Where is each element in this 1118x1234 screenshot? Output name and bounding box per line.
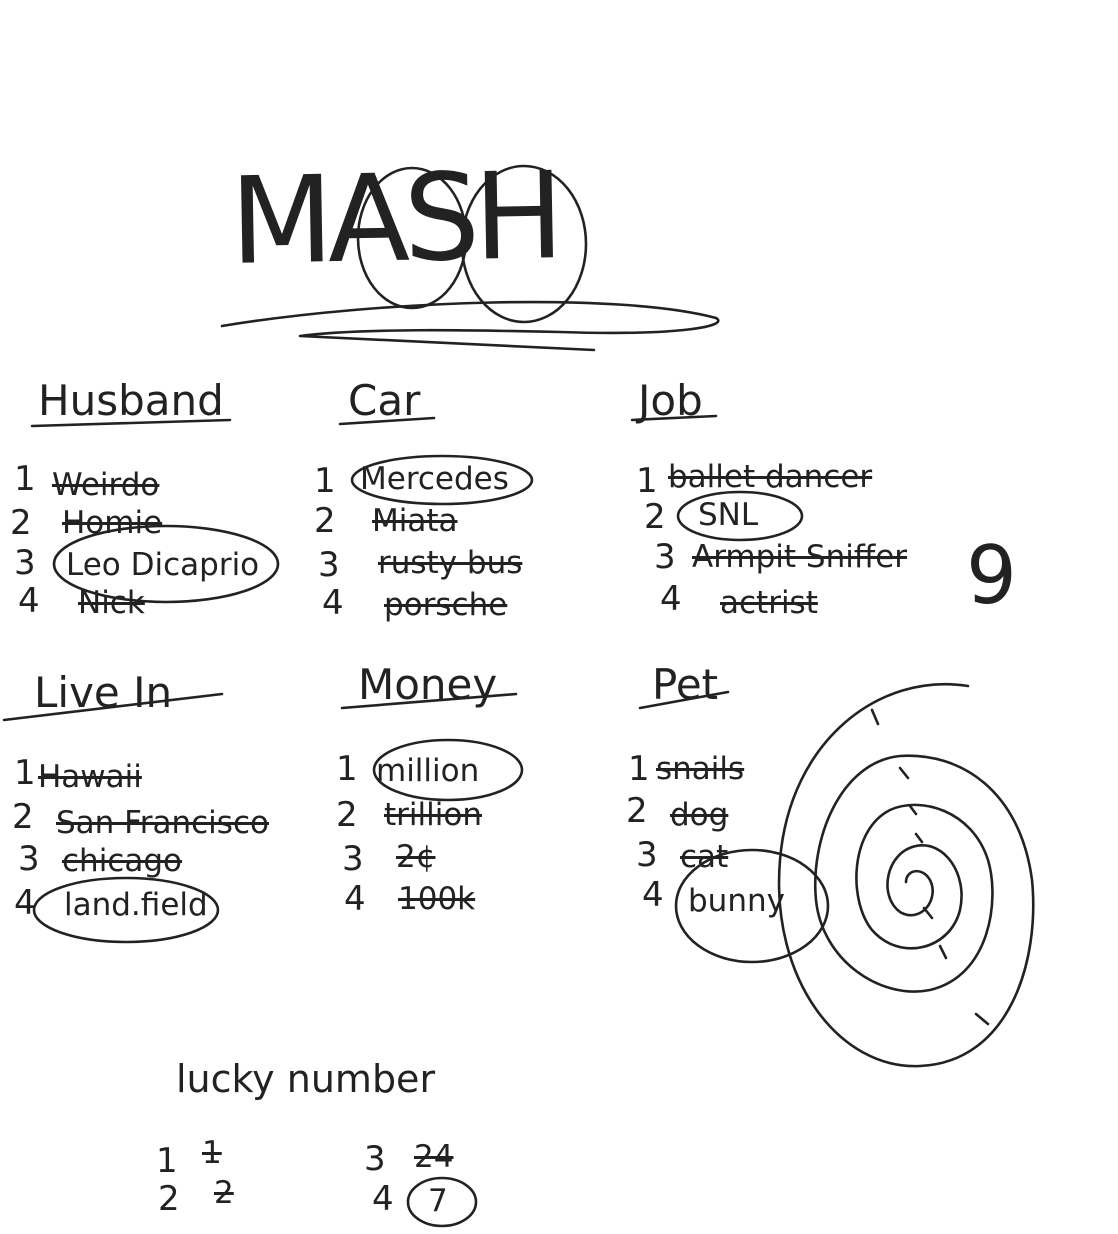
number: 3 <box>364 1139 386 1179</box>
list-item: porsche <box>384 587 508 623</box>
circle-seven <box>406 1176 478 1228</box>
list-item: 7 <box>428 1183 448 1219</box>
circle-million <box>372 738 524 802</box>
number: 4 <box>322 583 344 623</box>
heading-car: Car <box>348 376 421 425</box>
list-item: chicago <box>62 843 182 879</box>
list-item: Hawaii <box>38 759 142 795</box>
list-item: Miata <box>372 503 458 539</box>
list-item: ballet dancer <box>668 459 873 495</box>
list-item: million <box>376 753 480 789</box>
spiral-tick <box>922 906 934 920</box>
circle-mercedes <box>350 454 534 506</box>
circle-bunny <box>674 848 830 964</box>
spiral-tick <box>898 766 910 780</box>
number: 3 <box>654 537 676 577</box>
title-underline <box>220 300 720 352</box>
spiral-tick <box>914 832 924 844</box>
list-item: snails <box>656 751 745 787</box>
spiral-tick <box>908 804 918 816</box>
number: 1 <box>336 749 358 789</box>
underline-husband <box>30 418 232 428</box>
number: 4 <box>14 883 36 923</box>
number: 2 <box>644 497 666 537</box>
underline-live-in <box>2 692 224 722</box>
number: 2 <box>12 797 34 837</box>
spiral-count: 9 <box>966 529 1017 622</box>
spiral <box>777 683 1035 1068</box>
list-item: Leo Dicaprio <box>66 547 260 583</box>
title-circle-s <box>460 164 588 324</box>
number: 1 <box>14 753 36 793</box>
number: 2 <box>10 503 32 543</box>
circle-snl <box>676 490 804 542</box>
number: 4 <box>660 579 682 619</box>
number: 1 <box>314 461 336 501</box>
number: 2 <box>158 1179 180 1219</box>
title-circle-a <box>356 166 468 310</box>
list-item: cat <box>680 839 729 875</box>
spiral-tick <box>974 1012 990 1026</box>
number: 3 <box>342 839 364 879</box>
number: 4 <box>18 581 40 621</box>
underline-pet <box>638 690 730 710</box>
list-item: San Francisco <box>56 805 269 841</box>
list-item: Mercedes <box>360 461 509 497</box>
heading-husband: Husband <box>38 376 224 425</box>
list-item: Homie <box>62 505 163 541</box>
underline-job <box>630 414 718 422</box>
underline-car <box>338 416 436 426</box>
list-item: 2 <box>214 1175 234 1211</box>
number: 3 <box>318 545 340 585</box>
list-item: land.field <box>64 887 208 923</box>
spiral-tick <box>870 708 880 726</box>
heading-lucky-number: lucky number <box>176 1057 436 1101</box>
number: 1 <box>636 461 658 501</box>
circle-leo <box>52 524 280 604</box>
list-item: rusty bus <box>378 545 523 581</box>
number: 3 <box>636 835 658 875</box>
list-item: bunny <box>688 883 785 919</box>
list-item: 100k <box>398 881 476 917</box>
list-item: 2¢ <box>396 839 436 875</box>
number: 1 <box>14 459 36 499</box>
heading-job: Job <box>638 376 703 425</box>
list-item: dog <box>670 797 729 833</box>
number: 3 <box>14 543 36 583</box>
underline-money <box>340 692 518 710</box>
number: 4 <box>344 879 366 919</box>
list-item: SNL <box>698 497 759 533</box>
list-item: Weirdo <box>52 467 160 503</box>
number: 4 <box>372 1179 394 1219</box>
list-item: Armpit Sniffer <box>692 539 908 575</box>
circle-landfield <box>32 876 220 944</box>
spiral-tick <box>938 944 948 960</box>
heading-live-in: Live In <box>34 668 173 717</box>
number: 1 <box>628 749 650 789</box>
number: 2 <box>314 501 336 541</box>
number: 4 <box>642 875 664 915</box>
number: 3 <box>18 839 40 879</box>
list-item: 1 <box>202 1135 222 1171</box>
number: 1 <box>156 1141 178 1181</box>
list-item: actrist <box>720 585 818 621</box>
list-item: trillion <box>384 797 482 833</box>
number: 2 <box>336 795 358 835</box>
number: 2 <box>626 791 648 831</box>
list-item: 24 <box>414 1139 454 1175</box>
